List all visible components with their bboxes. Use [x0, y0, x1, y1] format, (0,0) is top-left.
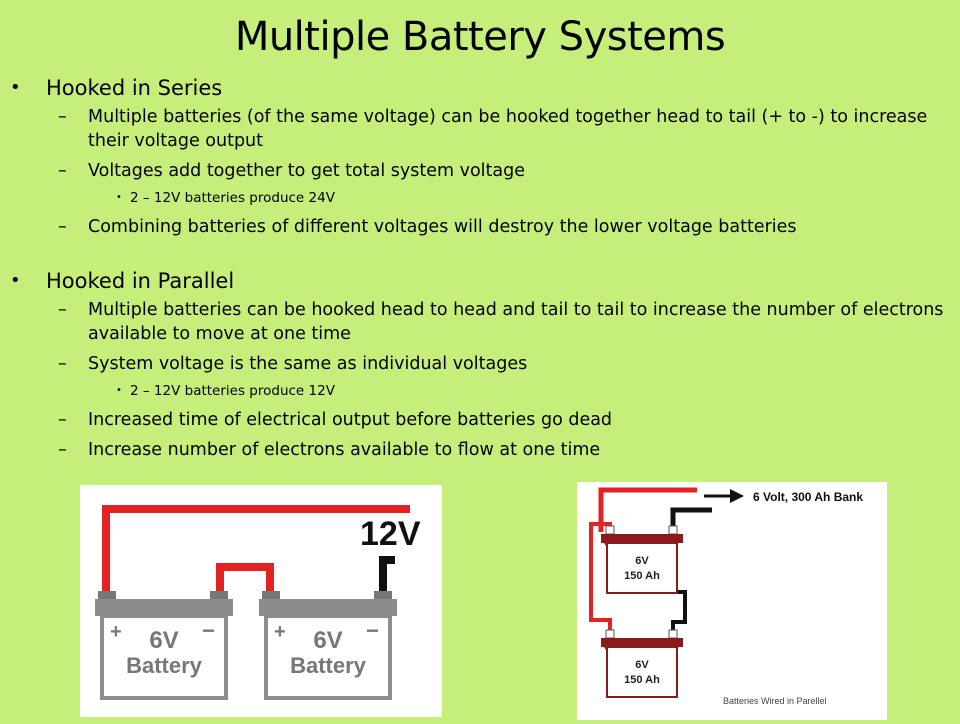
bullet-list: Hooked in Series Multiple batteries (of … — [10, 74, 955, 468]
battery-1: + - 6V 150 Ah — [601, 525, 683, 594]
svg-text:Battery: Battery — [126, 653, 203, 678]
svg-text:−: − — [366, 618, 379, 643]
battery-2: + − 6V Battery — [259, 591, 397, 700]
battery-lid — [601, 534, 683, 543]
battery-lid — [259, 599, 397, 616]
series-diagram-svg: 12V + − 6V Battery + − 6V Battery — [95, 505, 421, 700]
positive-wire-main — [598, 487, 697, 532]
svg-text:6V: 6V — [149, 627, 178, 654]
battery-body — [606, 542, 678, 594]
output-voltage-label: 12V — [360, 515, 421, 553]
series-item-2: Voltages add together to get total syste… — [10, 159, 955, 183]
parallel-item-4: Increase number of electrons available t… — [10, 438, 955, 462]
series-wiring-diagram: 12V + − 6V Battery + − 6V Battery — [80, 485, 442, 717]
svg-text:Battery: Battery — [290, 653, 367, 678]
series-heading: Hooked in Series — [10, 74, 955, 102]
svg-text:−: − — [202, 618, 215, 643]
bank-label: 6 Volt, 300 Ah Bank — [753, 490, 863, 504]
diagram-caption: Batteries Wired in Parellel — [723, 696, 827, 706]
battery-body — [606, 646, 678, 698]
slide-title: Multiple Battery Systems — [234, 14, 726, 60]
positive-wire — [102, 505, 410, 599]
parallel-heading: Hooked in Parallel — [10, 267, 955, 295]
series-item-3: Combining batteries of different voltage… — [10, 215, 955, 239]
svg-text:+: + — [110, 621, 122, 643]
svg-text:150 Ah: 150 Ah — [624, 570, 660, 582]
series-item-1: Multiple batteries (of the same voltage)… — [10, 105, 955, 153]
positive-wire-link — [589, 522, 612, 636]
svg-text:+: + — [274, 621, 286, 643]
battery-lid — [95, 599, 233, 616]
negative-wire-main — [670, 507, 712, 532]
negative-wire — [379, 556, 395, 599]
battery-1: + − 6V Battery — [95, 591, 233, 700]
parallel-item-2: System voltage is the same as individual… — [10, 352, 955, 376]
parallel-diagram-svg: 6 Volt, 300 Ah Bank + - 6V 150 Ah + - 6V… — [589, 487, 863, 706]
arrow-head-icon — [730, 489, 744, 503]
svg-text:150 Ah: 150 Ah — [624, 674, 660, 686]
battery-body — [100, 614, 228, 700]
parallel-sub-item: 2 – 12V batteries produce 12V — [10, 382, 955, 400]
battery-lid — [601, 638, 683, 647]
battery-2: + - 6V 150 Ah — [601, 629, 683, 698]
jumper-wire — [216, 563, 274, 599]
parallel-item-1: Multiple batteries can be hooked head to… — [10, 298, 955, 346]
negative-wire-link — [671, 590, 687, 636]
svg-text:6V: 6V — [635, 555, 649, 567]
parallel-wiring-diagram: 6 Volt, 300 Ah Bank + - 6V 150 Ah + - 6V… — [577, 482, 887, 720]
svg-text:6V: 6V — [635, 659, 649, 671]
svg-text:6V: 6V — [313, 627, 342, 654]
series-sub-item: 2 – 12V batteries produce 24V — [10, 189, 955, 207]
parallel-item-3: Increased time of electrical output befo… — [10, 408, 955, 432]
battery-body — [264, 614, 392, 700]
